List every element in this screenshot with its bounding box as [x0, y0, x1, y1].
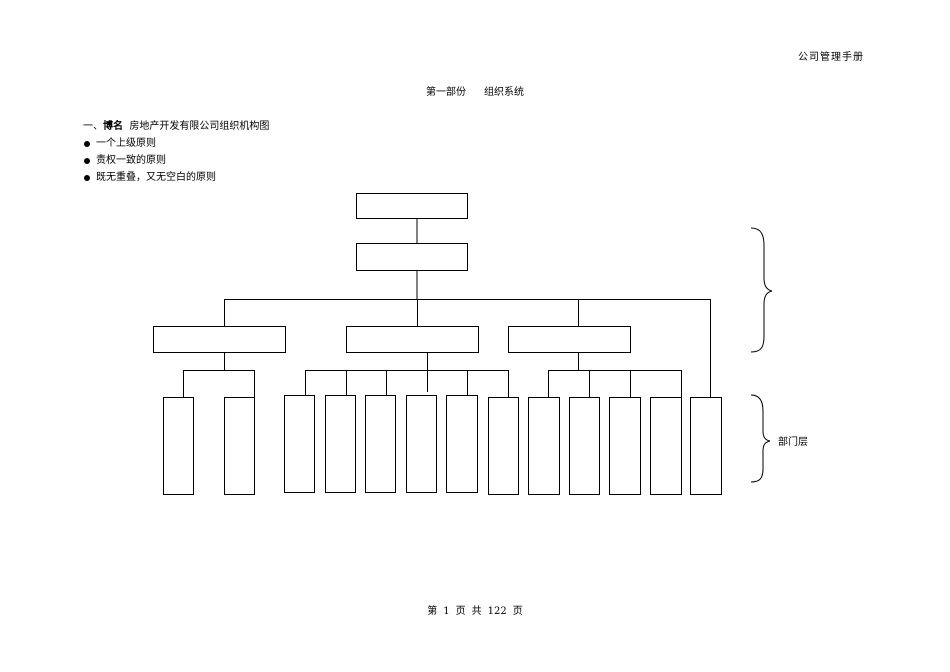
intro-title: 房地产开发有限公司组织机构图 [129, 121, 270, 132]
org-box-mid-center [346, 326, 479, 353]
intro-heading: 一、博名 房地产开发有限公司组织机构图 [83, 118, 269, 135]
list-item: 一个上级原则 [83, 135, 269, 152]
company-name: 博名 [103, 121, 123, 132]
dept-box [488, 397, 519, 495]
dept-box [406, 395, 437, 493]
section-heading: 第一部份 组织系统 [0, 83, 950, 98]
section-name: 组织系统 [484, 87, 524, 98]
page-number: 1 [443, 606, 450, 617]
dept-box [650, 397, 682, 495]
list-item: 既无重叠，又无空白的原则 [83, 169, 269, 186]
org-box-mid-right [508, 326, 631, 353]
principles-list: 一个上级原则 责权一致的原则 既无重叠，又无空白的原则 [83, 135, 269, 186]
dept-box [690, 397, 722, 495]
total-pages: 122 [487, 606, 507, 617]
lower-brace-icon [750, 394, 771, 483]
dept-box [325, 395, 356, 493]
intro-prefix: 一、 [83, 121, 103, 132]
part-label: 第一部份 [426, 87, 466, 98]
list-item: 责权一致的原则 [83, 152, 269, 169]
dept-layer-label: 部门层 [778, 437, 808, 448]
dept-box [446, 395, 478, 493]
dept-box [609, 397, 641, 495]
bullet-icon [84, 140, 90, 147]
bullet-icon [84, 174, 90, 181]
upper-brace-icon [750, 227, 773, 353]
org-box-top [356, 193, 468, 219]
org-box-mid-left [153, 326, 286, 353]
org-box-second [356, 243, 468, 271]
dept-box [528, 397, 560, 495]
intro-block: 一、博名 房地产开发有限公司组织机构图 一个上级原则 责权一致的原则 既无重叠，… [83, 118, 269, 186]
dept-box [163, 397, 194, 495]
dept-box [569, 397, 600, 495]
dept-box [365, 395, 396, 493]
bullet-icon [84, 157, 90, 164]
dept-box [224, 397, 255, 495]
manual-title: 公司管理手册 [798, 52, 864, 63]
dept-box [284, 395, 315, 493]
